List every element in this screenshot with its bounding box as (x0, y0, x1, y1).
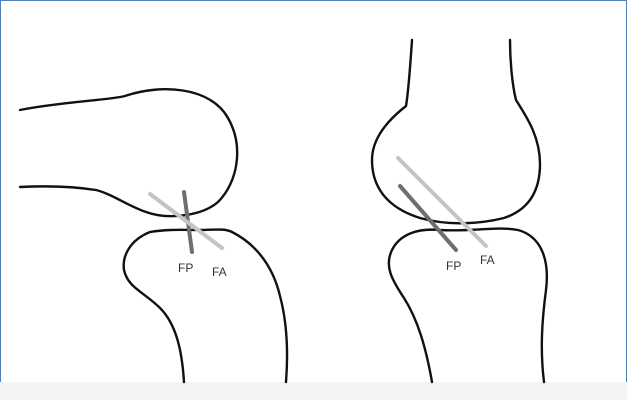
right-tibia-outline (389, 229, 547, 382)
right-fp-label: FP (446, 259, 461, 273)
right-fa-label: FA (480, 253, 495, 267)
right-knee: FP FA (372, 40, 547, 382)
left-femur-outline (20, 89, 237, 216)
left-knee: FP FA (20, 89, 287, 382)
left-tibia-outline (124, 230, 287, 383)
left-fa-label: FA (212, 265, 227, 279)
right-fp-line (400, 186, 456, 250)
right-femur-outline (372, 40, 540, 223)
left-fp-label: FP (178, 261, 193, 275)
